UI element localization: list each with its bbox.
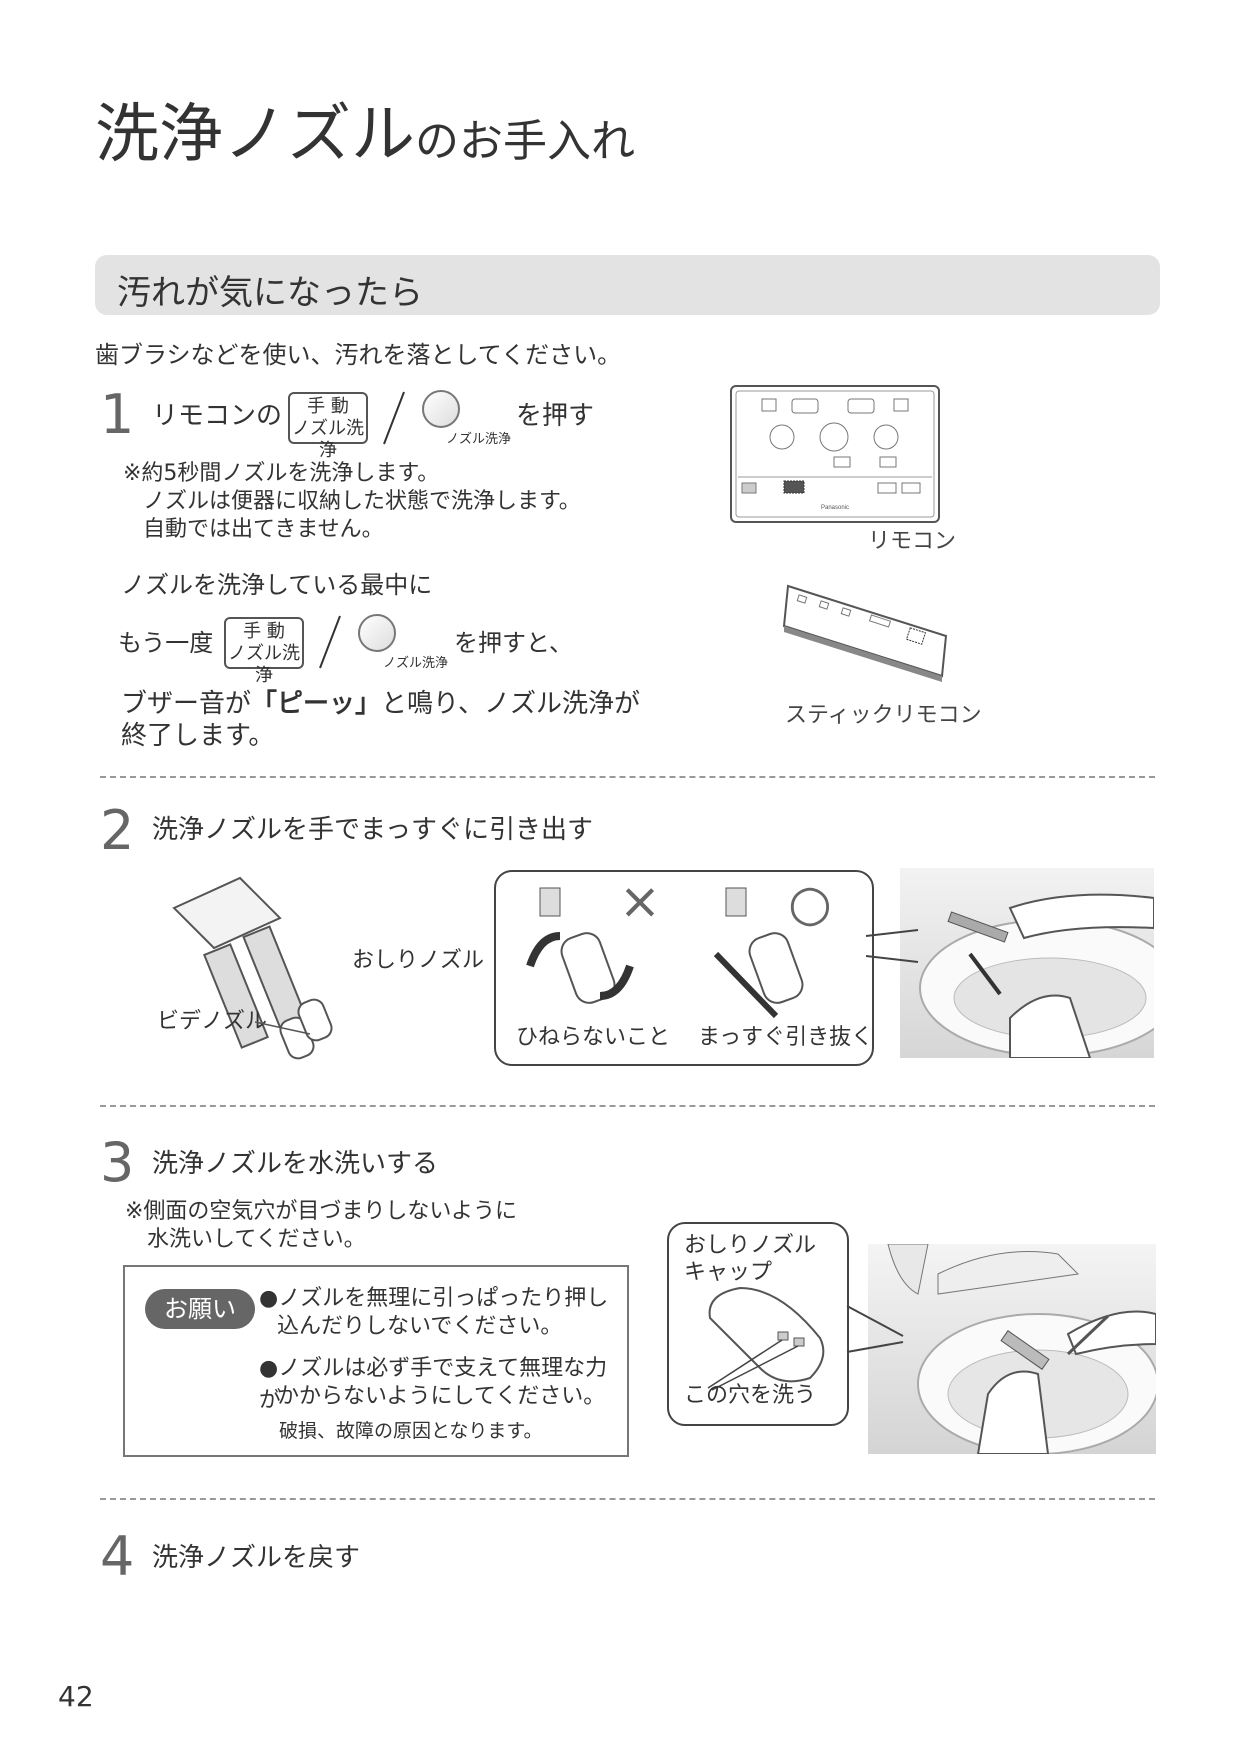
section-heading: 汚れが気になったら	[117, 273, 423, 313]
key-line1: 手 動	[307, 396, 349, 417]
remote-caption: リモコン	[868, 529, 957, 554]
title-main: 洗浄ノズル	[95, 98, 415, 172]
step3-number: 3	[100, 1131, 135, 1194]
step1-number: 1	[100, 383, 135, 446]
step2-text: 洗浄ノズルを手でまっすぐに引き出す	[152, 815, 593, 845]
step3-text: 洗浄ノズルを水洗いする	[152, 1149, 439, 1179]
circle-button-label-2: ノズル洗浄	[383, 656, 449, 671]
key-line1: 手 動	[243, 621, 285, 642]
slash-divider-2	[319, 615, 341, 669]
step1-end-line2: 終了します。	[121, 721, 275, 751]
caution-note: 破損、故障の原因となります。	[279, 1420, 543, 1442]
manual-nozzle-wash-key: 手 動 ノズル洗浄	[288, 392, 368, 461]
toilet-pull-photo	[900, 868, 1154, 1058]
step1-mid-text: ノズルを洗浄している最中に	[121, 571, 433, 599]
title-sub: のお手入れ	[415, 116, 635, 167]
end-bold: 「ピーッ」	[251, 689, 382, 719]
page-number: 42	[58, 1680, 94, 1713]
manual-nozzle-wash-key-2: 手 動 ノズル洗浄	[224, 617, 304, 686]
step1-note-3: 自動では出てきません。	[143, 517, 384, 542]
step1-mid-post: を押すと、	[454, 629, 574, 657]
zoom-leader-lines	[865, 929, 919, 963]
divider-1	[100, 776, 1155, 778]
caution-bullet-1-l1: ●ノズルを無理に引っぱったり押し	[259, 1286, 609, 1311]
bad-mark: ×	[619, 876, 661, 930]
page-title: 洗浄ノズルのお手入れ	[95, 100, 635, 177]
cap-title-l2: キャップ	[684, 1260, 773, 1285]
step3-note-1: ※側面の空気穴が目づまりしないように	[125, 1199, 517, 1224]
cap-wash-label: この穴を洗う	[684, 1383, 817, 1408]
step4-number: 4	[100, 1525, 135, 1588]
toilet-wash-photo	[868, 1244, 1156, 1454]
caution-bullet-1-l2: 込んだりしないでください。	[277, 1314, 563, 1339]
stick-remote-illustration	[782, 584, 948, 682]
key-line2: ノズル洗浄	[228, 643, 300, 686]
remote-brand: Panasonic	[821, 505, 849, 511]
caption-pull-straight: まっすぐ引き抜く	[698, 1025, 874, 1050]
slash-divider	[383, 391, 405, 445]
onegai-badge: お願い	[145, 1289, 255, 1329]
caution-bullet-2-l2: かからないようにしてください。	[277, 1384, 606, 1409]
step4-text: 洗浄ノズルを戻す	[152, 1543, 361, 1573]
nozzle-wash-circle-button	[422, 390, 460, 428]
zoom-leader-lines-2	[846, 1305, 904, 1353]
step1-note-1: ※約5秒間ノズルを洗浄します。	[123, 461, 440, 486]
section-intro: 歯ブラシなどを使い、汚れを落としてください。	[95, 341, 622, 369]
cap-title-l1: おしりノズル	[684, 1233, 817, 1258]
caution-bullet-2-l1: ●ノズルは必ず手で支えて無理な力が	[259, 1356, 608, 1413]
key-line2: ノズル洗浄	[292, 418, 364, 461]
stick-remote-caption: スティックリモコン	[785, 703, 982, 728]
nozzle-wash-circle-button-2	[358, 614, 396, 652]
circle-button-label: ノズル洗浄	[446, 432, 512, 447]
step2-number: 2	[100, 799, 135, 862]
good-mark: ○	[788, 876, 832, 932]
step1-pre: リモコンの	[152, 401, 283, 431]
step1-note-2: ノズルは便器に収納した状態で洗浄します。	[143, 489, 581, 514]
nozzle-pair-illustration	[172, 876, 333, 1060]
step1-mid-pre: もう一度	[118, 629, 214, 657]
divider-2	[100, 1105, 1155, 1107]
end-pre: ブザー音が	[121, 689, 252, 719]
caution-box: お願い ●ノズルを無理に引っぱったり押し 込んだりしないでください。 ●ノズルは…	[123, 1265, 629, 1457]
nozzle-cap-drawing	[707, 1286, 825, 1391]
step1-post: を押す	[516, 401, 595, 431]
remote-illustration: Panasonic	[730, 385, 940, 523]
pull-diagram: × ○	[526, 876, 832, 1019]
divider-3	[100, 1498, 1155, 1500]
step1-end-line1: ブザー音が「ピーッ」と鳴り、ノズル洗浄が	[121, 686, 640, 722]
bidet-leader-line	[255, 1021, 311, 1035]
label-oshiri-nozzle: おしりノズル	[352, 948, 485, 973]
end-post: と鳴り、ノズル洗浄が	[381, 689, 640, 719]
label-bidet-nozzle: ビデノズル	[157, 1009, 268, 1034]
section-banner: 汚れが気になったら	[95, 255, 1160, 315]
caption-no-twist: ひねらないこと	[516, 1025, 671, 1050]
step3-note-2: 水洗いしてください。	[147, 1227, 366, 1252]
